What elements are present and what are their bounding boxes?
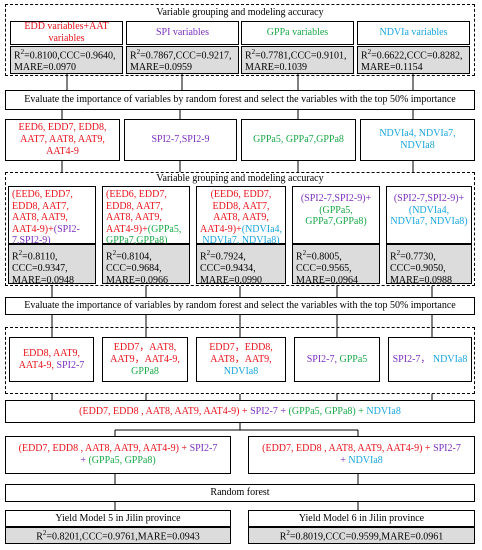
eval-step-2: Evaluate the importance of variables by … (5, 297, 475, 315)
s1-acc-2: R2=0.7867,CCC=0.9217, MARE=0.0959 (126, 46, 239, 74)
random-forest-step: Random forest (5, 484, 475, 502)
s1-acc-1: R2=0.8100,CCC=0.9640, MARE=0.0970 (10, 46, 123, 74)
s2-acc-3: R2=0.7924, CCC=0.9434,MARE=0.0990 (196, 244, 286, 286)
sel2-1: EDD8, AAT9, AAT4-9, SPI2-7 (9, 337, 94, 382)
section1-group (5, 4, 475, 76)
s2-combo-1: (EED6, EDD7, EDD8, AAT7, AAT8, AAT9, AAT… (8, 186, 96, 246)
s2-acc-4: R2=0.8005, CCC=0.9565,MARE=0.0964 (292, 244, 380, 286)
sel1-spi: SPI2-7,SPI2-9 (124, 119, 237, 161)
sel2-5: SPI2-7， NDVIa8 (388, 337, 472, 382)
s1-acc-3: R2=0.7781,CCC=0.9101, MARE=0.1039 (241, 46, 354, 74)
s2-acc-2: R2=0.8104, CCC=0.9684,MARE=0.0966 (102, 244, 190, 286)
s2-acc-5: R2=0.7730, CCC=0.9050,MARE=0.0988 (386, 244, 472, 286)
sel1-edd-aat: EED6, EDD7, EDD8, AAT7, AAT8, AAT9, AAT4… (5, 119, 120, 161)
s1-acc-4: R2=0.6622,CCC=0.8282, MARE=0.1154 (357, 46, 470, 74)
s2-combo-4: (SPI2-7,SPI2-9)+(GPPa5, GPPa7,GPPa8) (292, 186, 380, 244)
eval-step-1: Evaluate the importance of variables by … (5, 90, 475, 110)
s2-combo-5: (SPI2-7,SPI2-9)+(NDVIa4, NDVIa7, NDVIa8) (386, 186, 472, 244)
yield-model-5-accuracy: R2=0.8201,CCC=0.9761,MARE=0.0943 (5, 527, 231, 544)
sel2-3: EDD7，EDD8, AAT8，AAT9, NDVIa8 (196, 337, 286, 382)
s1-head-edd-aat: EDD variables+AAT variables (10, 21, 123, 45)
sel1-ndvia: NDVIa4, NDVIa7, NDVIa8 (360, 119, 475, 161)
yield-model-5-title: Yield Model 5 in Jilin province (5, 510, 231, 527)
s1-head-ndvia: NDVIa variables (357, 21, 470, 45)
s1-head-gppa: GPPa variables (241, 21, 354, 45)
s2-acc-1: R2=0.8110, CCC=0.9347,MARE=0.0948 (8, 244, 96, 286)
s2-combo-2: (EED6, EDD7, EDD8, AAT7, AAT8, AAT9, AAT… (102, 186, 190, 246)
section3-group (5, 327, 475, 394)
s1-head-spi: SPI variables (126, 21, 239, 45)
yield-model-6-accuracy: R2=0.8019,CCC=0.9599,MARE=0.0961 (248, 527, 475, 544)
sel2-2: EDD7，AAT8, AAT9，AAT4-9, GPPa8 (102, 337, 188, 382)
combined-variables: (EDD7, EDD8 , AAT8, AAT9, AAT4-9) + SPI2… (5, 400, 475, 423)
yield-model-6-title: Yield Model 6 in Jilin province (248, 510, 475, 527)
combo-left: (EDD7, EDD8 , AAT8, AAT9, AAT4-9) + SPI2… (5, 436, 231, 474)
section2-group (5, 172, 475, 286)
sel1-gppa: GPPa5, GPPa7,GPPa8 (241, 119, 356, 161)
combo-right: (EDD7, EDD8 , AAT8, AAT9, AAT4-9) + SPI2… (248, 436, 475, 474)
section1-title: Variable grouping and modeling accuracy (156, 6, 324, 18)
s2-combo-3: (EED6, EDD7, EDD8, AAT7, AAT8, AAT9, AAT… (196, 186, 286, 246)
section2-title: Variable grouping and modeling accuracy (156, 173, 324, 184)
sel2-4: SPI2-7, GPPa5 (294, 337, 380, 382)
